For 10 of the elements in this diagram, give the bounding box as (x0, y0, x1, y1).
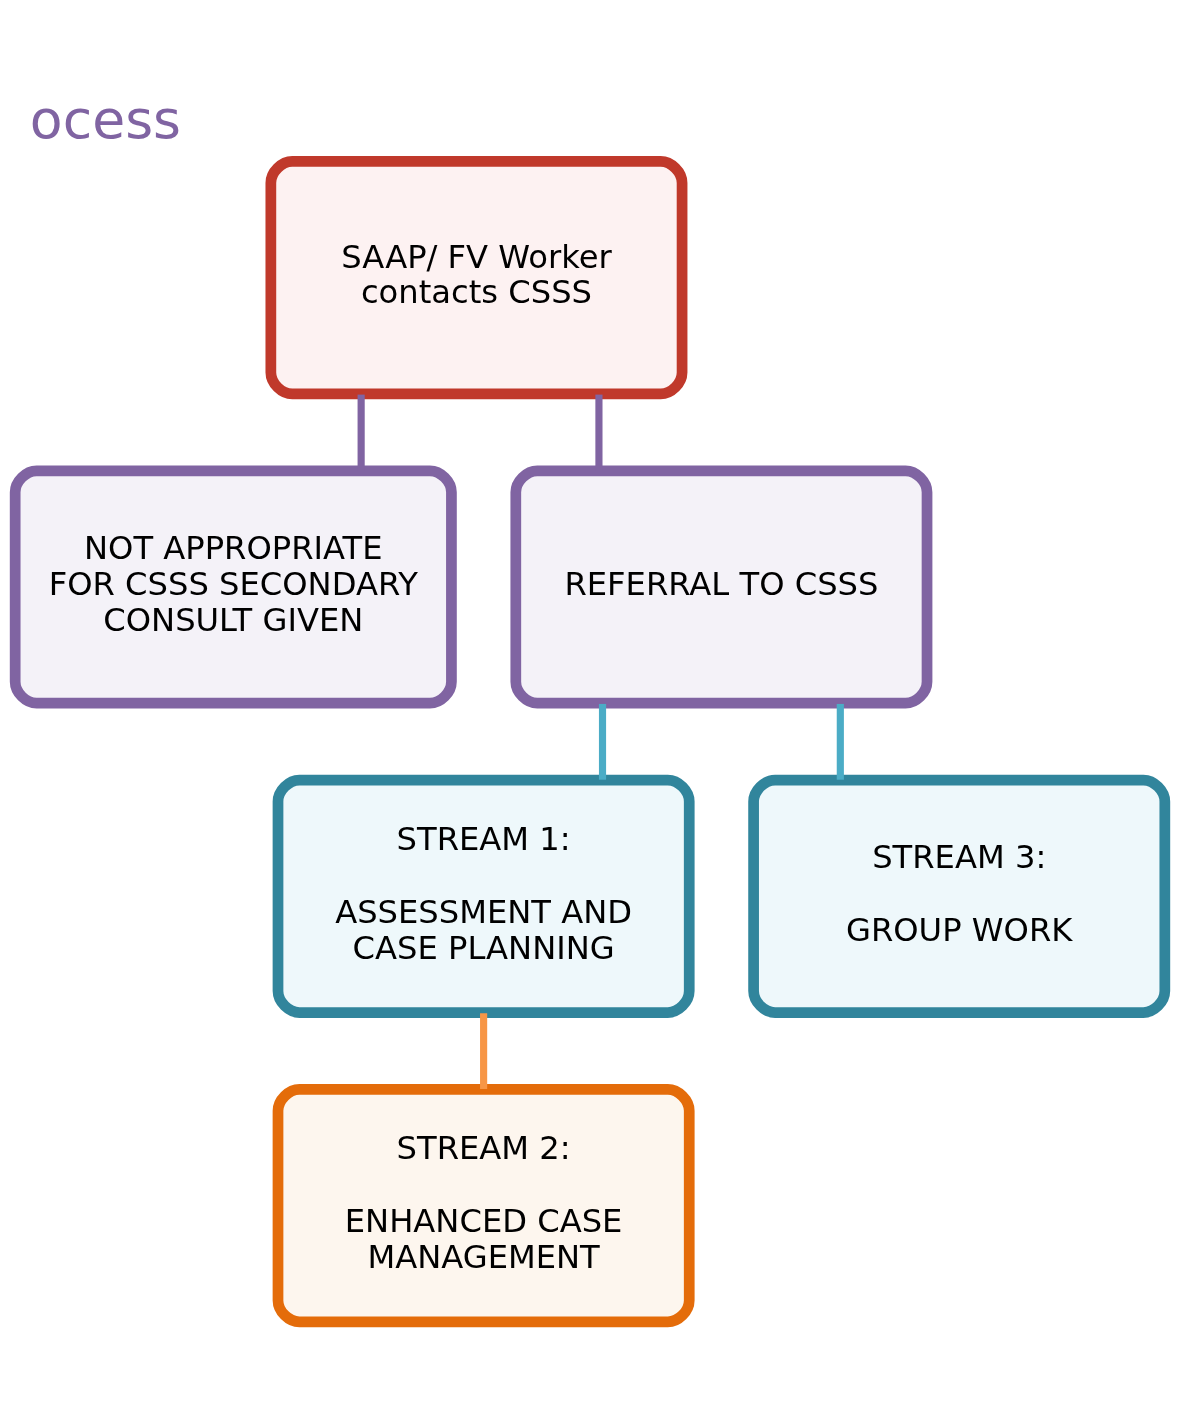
node-box: STREAM 2: ENHANCED CASE MANAGEMENT (272, 1083, 695, 1327)
connector (480, 1012, 488, 1089)
node-box: SAAP/ FV Worker contacts CSSS (265, 155, 688, 399)
node-box: REFERRAL TO CSSS (510, 464, 933, 709)
connector (836, 703, 844, 780)
diagram-title: ocess (29, 87, 182, 151)
node-box: NOT APPROPRIATE FOR CSSS SECONDARY CONSULT GIVEN (9, 464, 457, 709)
connector (598, 703, 607, 780)
node-box: STREAM 3: GROUP WORK (748, 774, 1171, 1018)
node-box: STREAM 1: ASSESSMENT AND CASE PLANNING (272, 774, 695, 1018)
